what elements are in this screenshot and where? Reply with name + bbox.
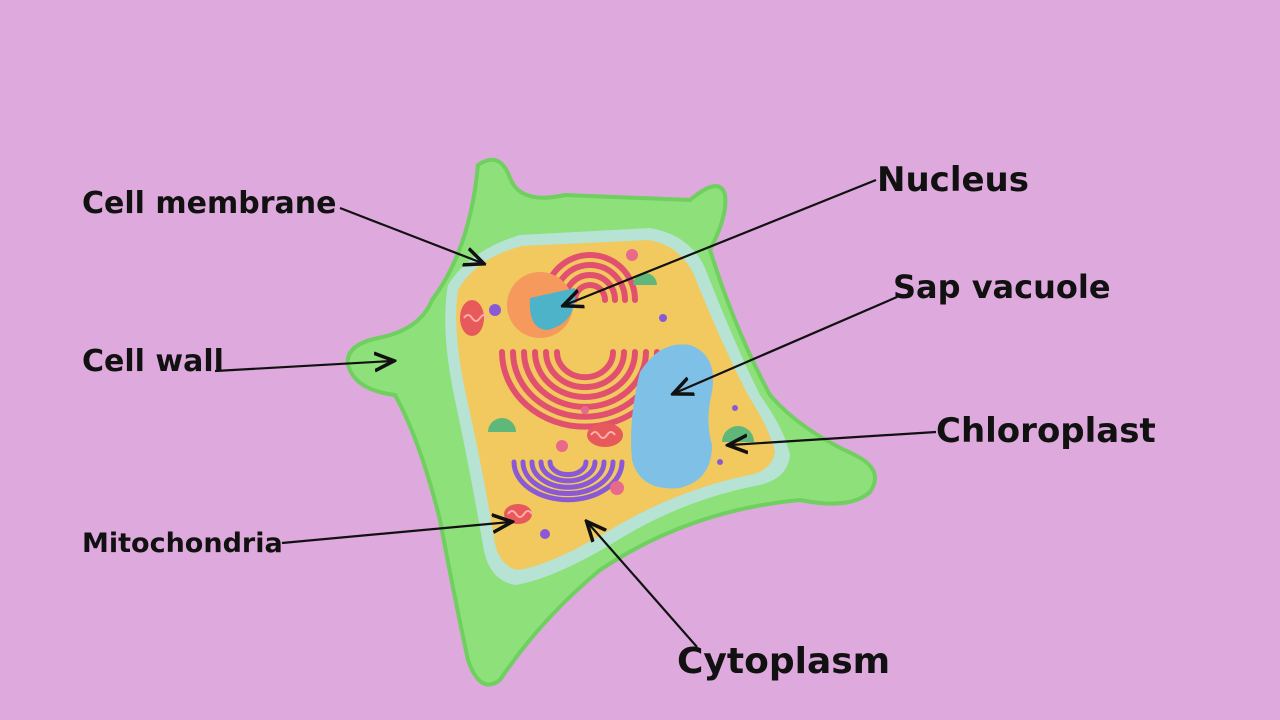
granule — [556, 440, 568, 452]
leader-sap-vacuole — [675, 295, 898, 393]
leader-mitochondria — [281, 522, 510, 545]
label-cell-wall: Cell wall — [82, 344, 224, 379]
granule — [717, 459, 723, 465]
leader-cell-membrane — [339, 206, 482, 263]
label-sap-vacuole: Sap vacuole — [893, 268, 1111, 306]
label-chloroplast: Chloroplast — [936, 411, 1156, 451]
mitochondrion-cristae — [590, 431, 616, 439]
granule — [489, 304, 501, 316]
leader-lines — [214, 178, 937, 648]
leader-chloroplast — [730, 430, 937, 445]
golgi-purple-arc — [511, 459, 625, 503]
mitochondrion-cristae — [507, 510, 533, 518]
leader-cytoplasm — [588, 523, 698, 648]
chloroplast — [488, 418, 516, 432]
mitochondria-group — [460, 300, 623, 524]
ribosome-granules — [489, 249, 738, 539]
golgi-purple-arc — [547, 459, 589, 478]
golgi-purple-arc — [529, 459, 607, 490]
golgi-red-arc — [554, 349, 616, 381]
leader-nucleus — [565, 178, 877, 305]
granule — [540, 529, 550, 539]
leader-cell-wall — [214, 361, 392, 371]
label-cytoplasm: Cytoplasm — [677, 641, 891, 682]
label-nucleus: Nucleus — [877, 160, 1029, 200]
mitochondrion — [587, 423, 623, 447]
label-mitochondria: Mitochondria — [82, 528, 283, 559]
golgi-purple-stacks — [511, 459, 625, 503]
golgi-purple-arc — [538, 459, 598, 484]
label-cell-membrane: Cell membrane — [82, 186, 337, 221]
granule — [626, 249, 638, 261]
golgi-purple-arc — [520, 459, 616, 496]
granule — [659, 314, 667, 322]
granule — [610, 481, 624, 495]
granule — [581, 406, 589, 414]
mitochondrion-cristae — [463, 314, 489, 322]
golgi-red-arc — [532, 349, 638, 400]
golgi-red-arc — [543, 349, 627, 391]
granule — [732, 405, 738, 411]
